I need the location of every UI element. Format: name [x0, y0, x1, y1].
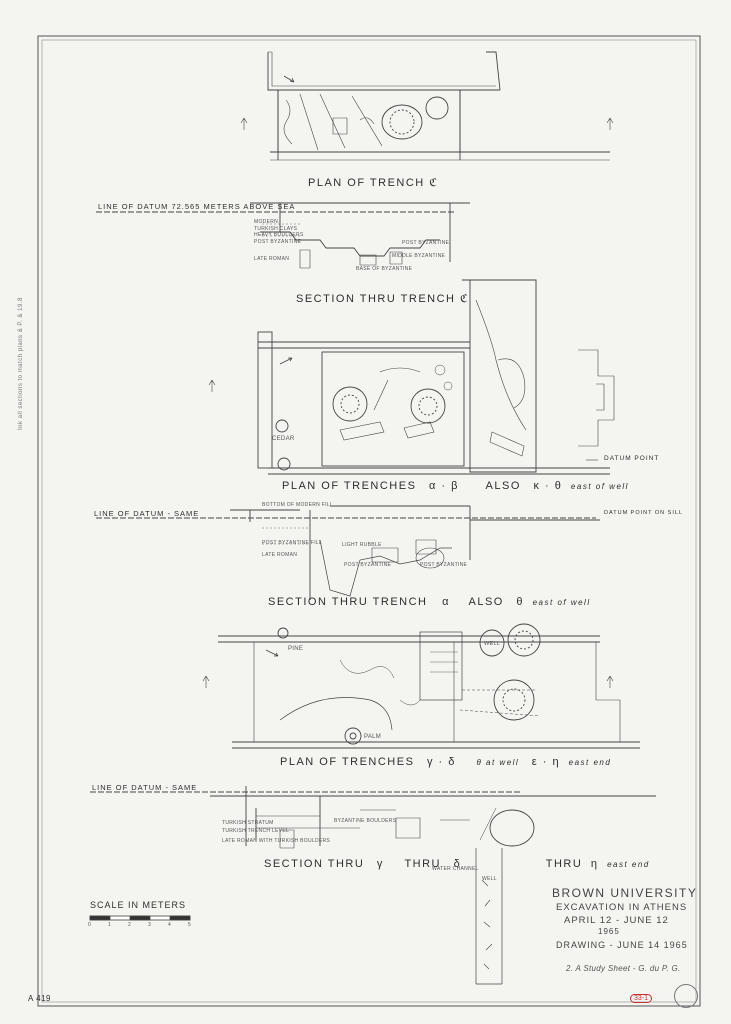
trench-c-right-note-1: POST BYZANTINE: [402, 240, 450, 246]
plan-ab-also: ALSO: [485, 480, 521, 492]
title-block-sheet-note: 2. A Study Sheet - G. du P. G.: [566, 964, 681, 973]
trench-ab-layer-5: POST BYZANTINE: [420, 562, 468, 568]
plan-ab-symbols: α · β: [429, 480, 459, 492]
datum-point-label: DATUM POINT: [604, 455, 660, 462]
section-ab-also: ALSO: [468, 596, 504, 608]
section-ab-symbol: α: [442, 596, 450, 608]
trench-ab-layer-2: POST BYZANTINE FILL: [262, 540, 323, 546]
plan-gd-middle: θ at well: [476, 758, 520, 767]
section-ab-extra-note: east of well: [532, 598, 591, 607]
plan-ab-extra-note: east of well: [570, 482, 629, 491]
section-trench-c-title: SECTION THRU TRENCH ℭ: [296, 293, 470, 305]
cedar-label: CEDAR: [272, 436, 295, 442]
plan-trench-c: [240, 51, 614, 161]
trench-gd-layer-3: LATE ROMAN WITH TURKISH BOULDERS: [222, 838, 331, 844]
plan-gd-symbols2: ε · η: [531, 756, 561, 768]
section-trench-alpha-title: SECTION THRU TRENCH α ALSO θ east of wel…: [268, 596, 591, 608]
trench-c-right-note-2: MIDDLE BYZANTINE: [392, 253, 446, 259]
section-gd-title-text: SECTION THRU: [264, 858, 365, 870]
trench-c-layer-2: TURKISH CLAYS: [254, 226, 298, 232]
plan-trench-c-title: PLAN OF TRENCH ℭ: [308, 177, 439, 189]
trench-c-layer-1: MODERN: [254, 219, 279, 225]
trench-c-layer-5: LATE ROMAN: [254, 256, 290, 262]
palm-label: PALM: [364, 734, 382, 740]
trench-c-layer-4: POST BYZANTINE: [254, 239, 302, 245]
trench-ab-layer-3: LIGHT RUBBLE: [342, 542, 382, 548]
outer-border: [37, 35, 701, 1007]
trench-c-datum-line: LINE OF DATUM 72.565 METERS ABOVE SEA: [98, 202, 296, 211]
title-block-project: EXCAVATION IN ATHENS: [556, 902, 688, 913]
margin-note: Ink all sections to match plans & P. & 1…: [18, 297, 24, 430]
pine-label: PINE: [288, 646, 304, 652]
trench-ab-datum-line: LINE OF DATUM - SAME: [94, 509, 200, 518]
trench-c-center-note: BASE OF BYZANTINE: [356, 266, 413, 272]
title-block-dates: APRIL 12 - JUNE 12: [564, 915, 669, 926]
trench-gd-layer-2: TURKISH TRENCH LEVEL: [222, 828, 290, 834]
scale-tick-4: 4: [168, 922, 172, 928]
plan-ab-extra-symbols: κ · θ: [533, 480, 563, 492]
scale-tick-5: 5: [188, 922, 192, 928]
well-label: WELL: [484, 641, 501, 647]
section-ab-extra-symbol: θ: [516, 596, 525, 608]
section-gd-delta: δ: [453, 858, 462, 870]
trench-gd-layer-1: TURKISH STRATUM: [222, 820, 274, 826]
section-gd-end: east end: [607, 860, 650, 869]
trench-gd-datum-line: LINE OF DATUM - SAME: [92, 783, 198, 792]
sheet-stamp: 33-1: [630, 994, 653, 1003]
plan-trenches-gamma-delta-title: PLAN OF TRENCHES γ · δ θ at well ε · η e…: [280, 756, 611, 768]
plan-gd-title-text: PLAN OF TRENCHES: [280, 756, 415, 768]
north-arrow-icon: [265, 75, 295, 657]
scale-tick-2: 2: [128, 922, 132, 928]
section-gd-gamma: γ: [376, 858, 384, 870]
scale-title: SCALE IN METERS: [90, 900, 187, 910]
datum-point-sill-label: DATUM POINT ON SILL: [604, 510, 684, 516]
scale-tick-0: 0: [88, 922, 92, 928]
section-gd-thru2: THRU: [545, 858, 583, 870]
trench-c-layer-3: HEAVY BOULDERS: [254, 232, 304, 238]
plan-trenches-gamma-delta: [202, 623, 640, 749]
section-ab-title-text: SECTION THRU TRENCH: [268, 596, 428, 608]
trench-ab-layer-6: LATE ROMAN: [262, 552, 298, 558]
plan-ab-title-text: PLAN OF TRENCHES: [282, 480, 417, 492]
scale-tick-3: 3: [148, 922, 152, 928]
plan-trenches-alpha-beta: [208, 279, 615, 475]
section-gamma-delta-title: SECTION THRU γ THRU δ THRU η east end: [264, 858, 650, 870]
title-block-drawing: DRAWING - JUNE 14 1965: [556, 940, 688, 950]
trench-ab-layer-4: POST BYZANTINE: [344, 562, 392, 568]
inner-border: [41, 39, 697, 1003]
section-trenches-gamma-delta: [90, 786, 656, 849]
section-gd-eta: η: [590, 858, 599, 870]
scale-tick-1: 1: [108, 922, 112, 928]
plan-gd-symbols: γ · δ: [427, 756, 456, 768]
trench-gd-layer-5: WATER CHANNEL: [432, 866, 479, 872]
trench-gd-layer-6: WELL: [482, 876, 497, 882]
plan-gd-end: east end: [568, 758, 612, 767]
section-trenches-alpha-beta: [96, 505, 600, 600]
archive-seal-icon: [674, 984, 698, 1008]
trench-gd-layer-4: BYZANTINE BOULDERS: [334, 818, 397, 824]
plan-trenches-alpha-beta-title: PLAN OF TRENCHES α · β ALSO κ · θ east o…: [282, 480, 629, 492]
section-gd-thru: THRU: [404, 858, 441, 870]
scale-bar: [89, 915, 191, 921]
title-block-school: BROWN UNIVERSITY: [552, 886, 698, 900]
title-block-year: 1965: [598, 927, 620, 936]
section-trench-c: [96, 202, 470, 269]
sheet-id: A 419: [28, 994, 51, 1003]
trench-ab-layer-1: BOTTOM OF MODERN FILL: [262, 502, 333, 508]
well-shaft-section: [475, 848, 503, 985]
